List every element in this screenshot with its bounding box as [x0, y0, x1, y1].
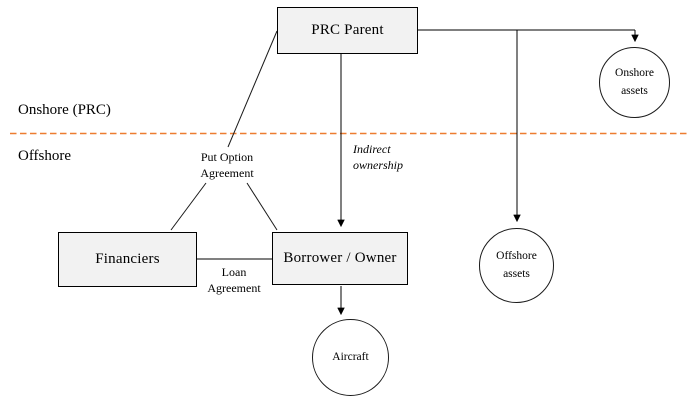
edge-label-loan-agreement: Loan Agreement — [207, 265, 261, 296]
edge-prc-parent-to-put-option — [227, 30, 278, 148]
edge-label-put-option-agreement: Put Option Agreement — [200, 150, 254, 181]
edge-put-option-to-financiers — [170, 182, 207, 231]
region-label-onshore: Onshore (PRC) — [18, 102, 111, 118]
node-aircraft: Aircraft — [312, 319, 389, 396]
node-prc-parent: PRC Parent — [277, 7, 418, 54]
node-offshore-assets: Offshore assets — [479, 228, 554, 303]
region-label-offshore: Offshore — [18, 148, 72, 164]
node-financiers: Financiers — [58, 232, 197, 287]
node-borrower-owner: Borrower / Owner — [272, 232, 408, 285]
edge-label-indirect-ownership: Indirect ownership — [353, 142, 404, 173]
node-onshore-assets: Onshore assets — [599, 47, 670, 118]
edge-put-option-to-borrower — [246, 182, 278, 231]
